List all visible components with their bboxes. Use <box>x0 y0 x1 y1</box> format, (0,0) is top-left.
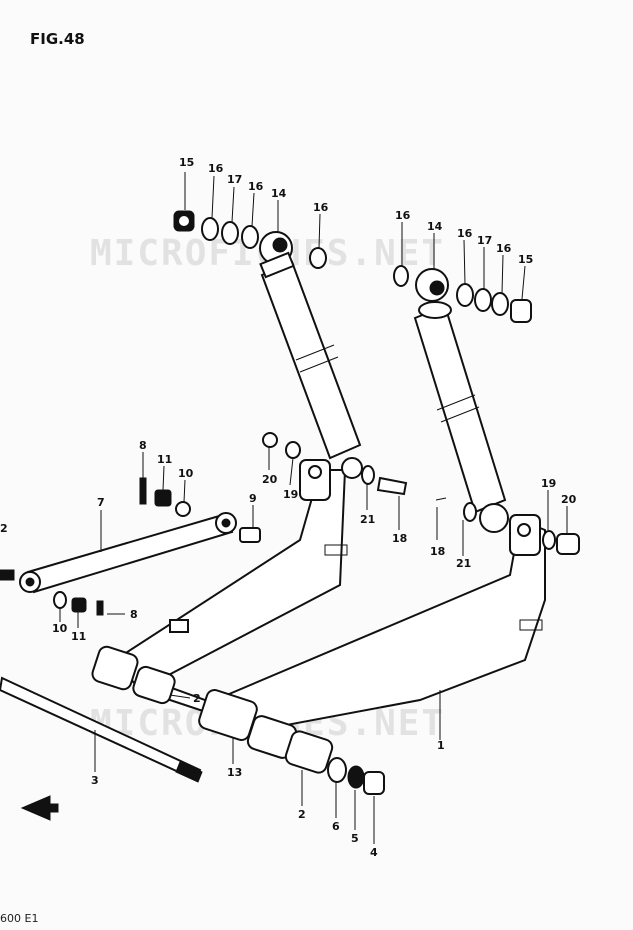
callout-3: 3 <box>91 774 99 787</box>
front-direction-arrow-icon <box>20 795 59 821</box>
callout-20: 20 <box>262 473 278 486</box>
callout-16: 16 <box>313 201 329 214</box>
callout-17: 17 <box>227 173 242 186</box>
model-code: 600 E1 <box>0 912 38 925</box>
right-lower-mount-hardware <box>435 497 580 555</box>
callout-2-edge: 2 <box>0 522 8 535</box>
callout-16: 16 <box>395 209 411 222</box>
callout-16: 16 <box>496 242 512 255</box>
callout-15: 15 <box>179 156 194 169</box>
left-lower-mount-hardware <box>262 432 408 496</box>
callout-18: 18 <box>430 545 445 558</box>
callout-5: 5 <box>351 832 359 845</box>
callout-14: 14 <box>271 187 287 200</box>
callout-2: 2 <box>193 692 201 705</box>
torque-link-rod <box>0 512 261 594</box>
callout-1: 1 <box>437 739 445 752</box>
callout-6: 6 <box>332 820 340 833</box>
callout-2: 2 <box>298 808 306 821</box>
callout-18: 18 <box>392 532 407 545</box>
leader-lines <box>59 172 568 844</box>
callout-10: 10 <box>178 467 194 480</box>
left-shock-absorber <box>259 231 362 460</box>
callout-10: 10 <box>52 622 68 635</box>
pivot-bushings <box>91 645 385 795</box>
callout-17: 17 <box>477 234 492 247</box>
callout-labels: 15 16 17 16 14 16 16 14 16 17 16 15 8 11… <box>0 156 577 859</box>
callout-14: 14 <box>427 220 443 233</box>
callout-13: 13 <box>227 766 242 779</box>
callout-15: 15 <box>518 253 533 266</box>
callout-21: 21 <box>456 557 471 570</box>
callout-7: 7 <box>97 496 105 509</box>
callout-11: 11 <box>157 453 172 466</box>
pivot-shaft <box>0 676 203 783</box>
callout-19: 19 <box>541 477 556 490</box>
figure-title: FIG.48 <box>30 30 85 48</box>
callout-8: 8 <box>130 608 138 621</box>
callout-16: 16 <box>248 180 264 193</box>
left-upper-hardware <box>173 210 327 269</box>
callout-16: 16 <box>457 227 473 240</box>
callout-4: 4 <box>370 846 378 859</box>
callout-9: 9 <box>249 492 257 505</box>
callout-11: 11 <box>71 630 86 643</box>
callout-20: 20 <box>561 493 577 506</box>
right-shock-absorber <box>413 268 509 533</box>
callout-19: 19 <box>283 488 298 501</box>
right-upper-hardware <box>393 265 532 323</box>
torque-link-hardware <box>53 477 191 616</box>
callout-16: 16 <box>208 162 224 175</box>
callout-21: 21 <box>360 513 375 526</box>
callout-8: 8 <box>139 439 147 452</box>
